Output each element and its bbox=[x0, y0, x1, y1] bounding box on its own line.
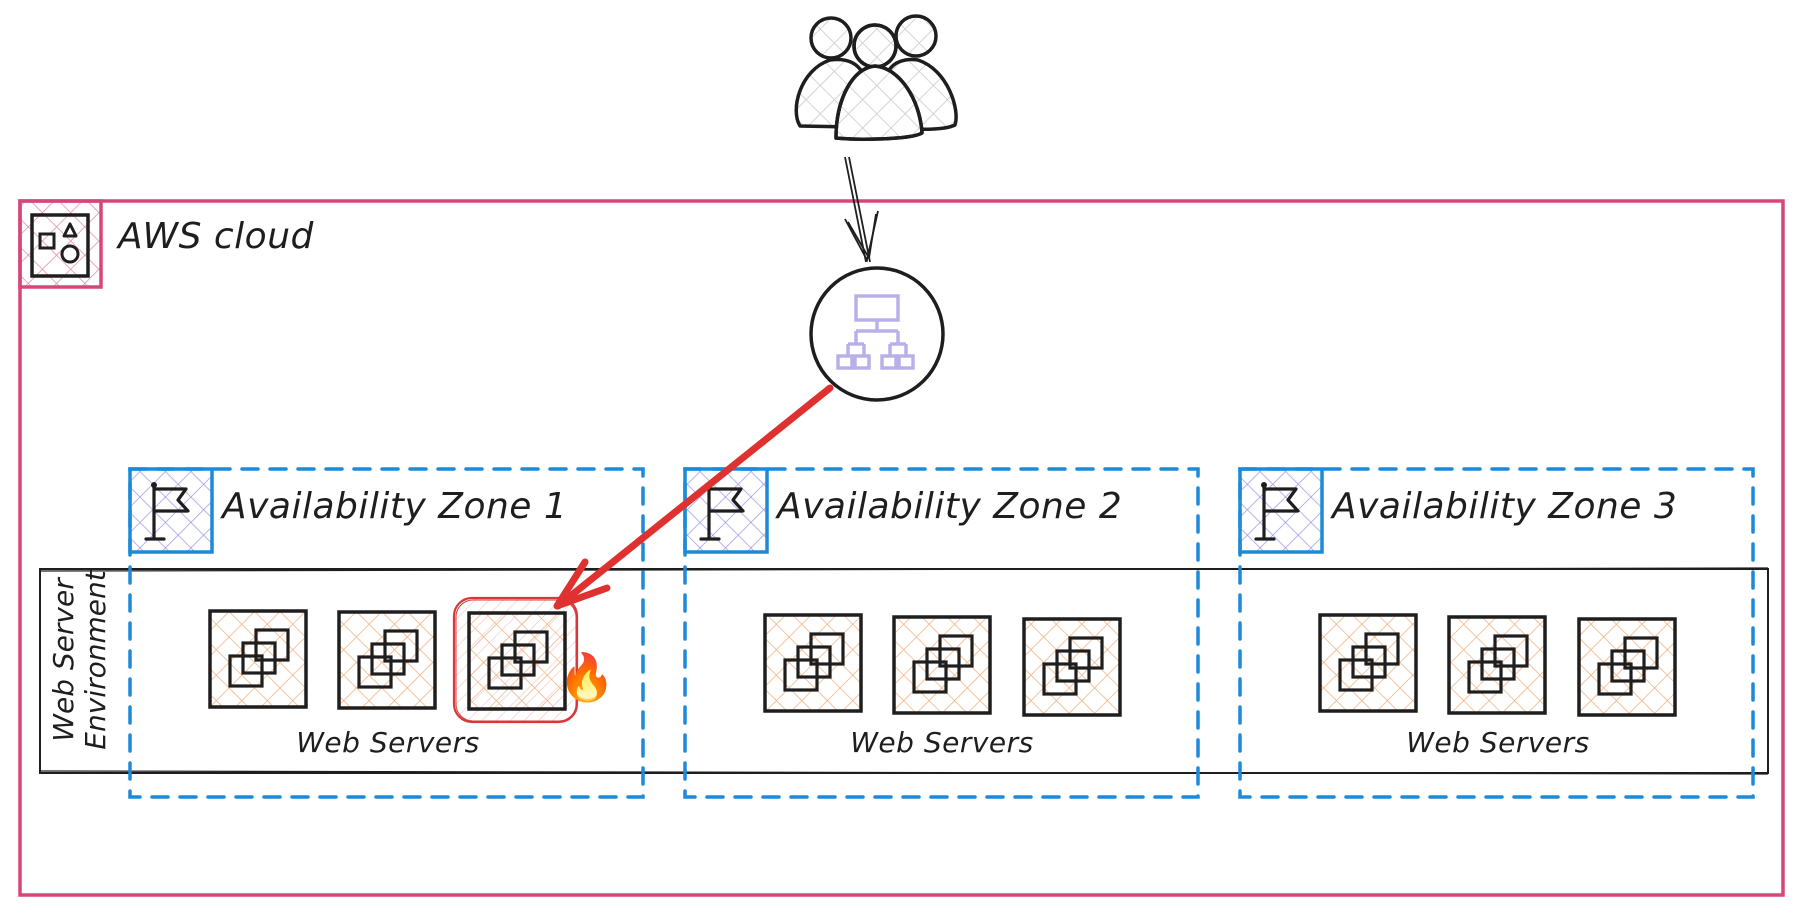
flag-icon bbox=[1238, 467, 1324, 554]
ec2-instances-icon bbox=[1597, 636, 1659, 696]
env-label-line2: Environment bbox=[79, 570, 112, 750]
zone-border bbox=[683, 467, 1200, 799]
zone-border bbox=[128, 467, 645, 799]
aws-cloud-label: AWS cloud bbox=[118, 216, 314, 257]
web-server-1-3[interactable] bbox=[467, 611, 567, 711]
web-server-environment-label: Web Server Environment bbox=[47, 560, 112, 760]
ec2-instances-icon bbox=[912, 634, 974, 694]
users-to-elb-arrow bbox=[844, 156, 879, 263]
web-server-environment bbox=[39, 567, 1769, 775]
availability-zone-3 bbox=[1238, 467, 1755, 799]
az1-title: Availability Zone 1 bbox=[222, 486, 568, 527]
az1-web-servers-label: Web Servers bbox=[296, 726, 480, 759]
env-label-line1: Web Server bbox=[47, 578, 80, 742]
web-server-3-1[interactable] bbox=[1318, 613, 1418, 713]
availability-zones bbox=[128, 467, 1755, 799]
web-server-2-3[interactable] bbox=[1022, 617, 1122, 717]
az2-title: Availability Zone 2 bbox=[777, 486, 1123, 527]
aws-cloud-group bbox=[18, 199, 1785, 897]
web-server-1-1[interactable] bbox=[208, 609, 308, 709]
load-balancer-node[interactable] bbox=[809, 266, 945, 402]
availability-zone-1 bbox=[128, 467, 645, 799]
ec2-instances-icon bbox=[783, 632, 845, 692]
web-server-1-2[interactable] bbox=[337, 610, 437, 710]
ec2-instances-icon bbox=[487, 630, 549, 690]
fire-icon: 🔥 bbox=[558, 650, 616, 704]
ec2-instances-icon bbox=[1467, 634, 1529, 694]
ec2-instances-icon bbox=[228, 628, 290, 688]
users-icon[interactable] bbox=[794, 14, 958, 141]
zone-border bbox=[1238, 467, 1755, 799]
az2-web-servers-label: Web Servers bbox=[850, 726, 1034, 759]
az3-title: Availability Zone 3 bbox=[1332, 486, 1678, 527]
aws-cloud-icon bbox=[18, 199, 103, 289]
web-server-2-1[interactable] bbox=[763, 613, 863, 713]
web-server-3-2[interactable] bbox=[1447, 615, 1547, 715]
flag-icon bbox=[128, 467, 214, 554]
web-server-3-3[interactable] bbox=[1577, 617, 1677, 717]
web-server-2-2[interactable] bbox=[892, 615, 992, 715]
load-balancer-icon bbox=[836, 294, 915, 370]
ec2-instances-icon bbox=[1042, 636, 1104, 696]
aws-cloud-border bbox=[18, 199, 1785, 897]
az3-web-servers-label: Web Servers bbox=[1406, 726, 1590, 759]
ec2-instances-icon bbox=[1338, 632, 1400, 692]
ec2-instances-icon bbox=[357, 629, 419, 689]
